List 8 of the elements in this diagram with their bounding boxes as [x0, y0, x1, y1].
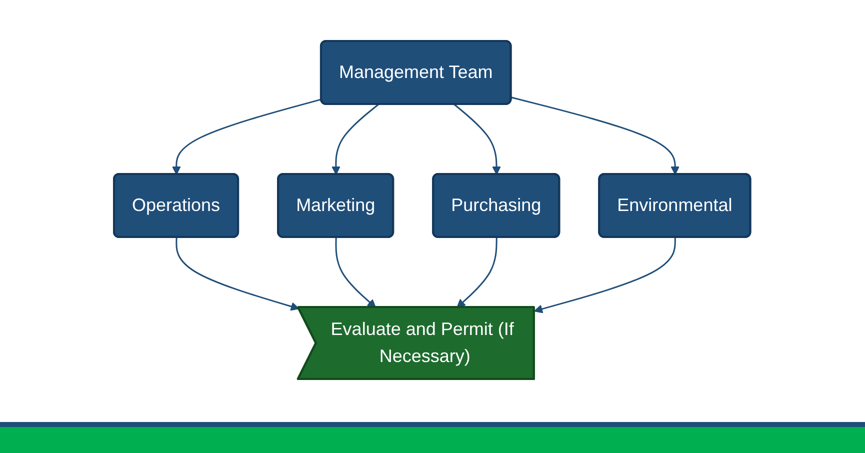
arrow — [454, 104, 502, 175]
arrow — [176, 238, 300, 311]
arrow — [332, 104, 380, 175]
arrow — [511, 96, 680, 175]
arrow — [336, 237, 376, 308]
arrow — [172, 98, 322, 175]
arrow — [457, 237, 498, 308]
arrow — [534, 237, 676, 314]
